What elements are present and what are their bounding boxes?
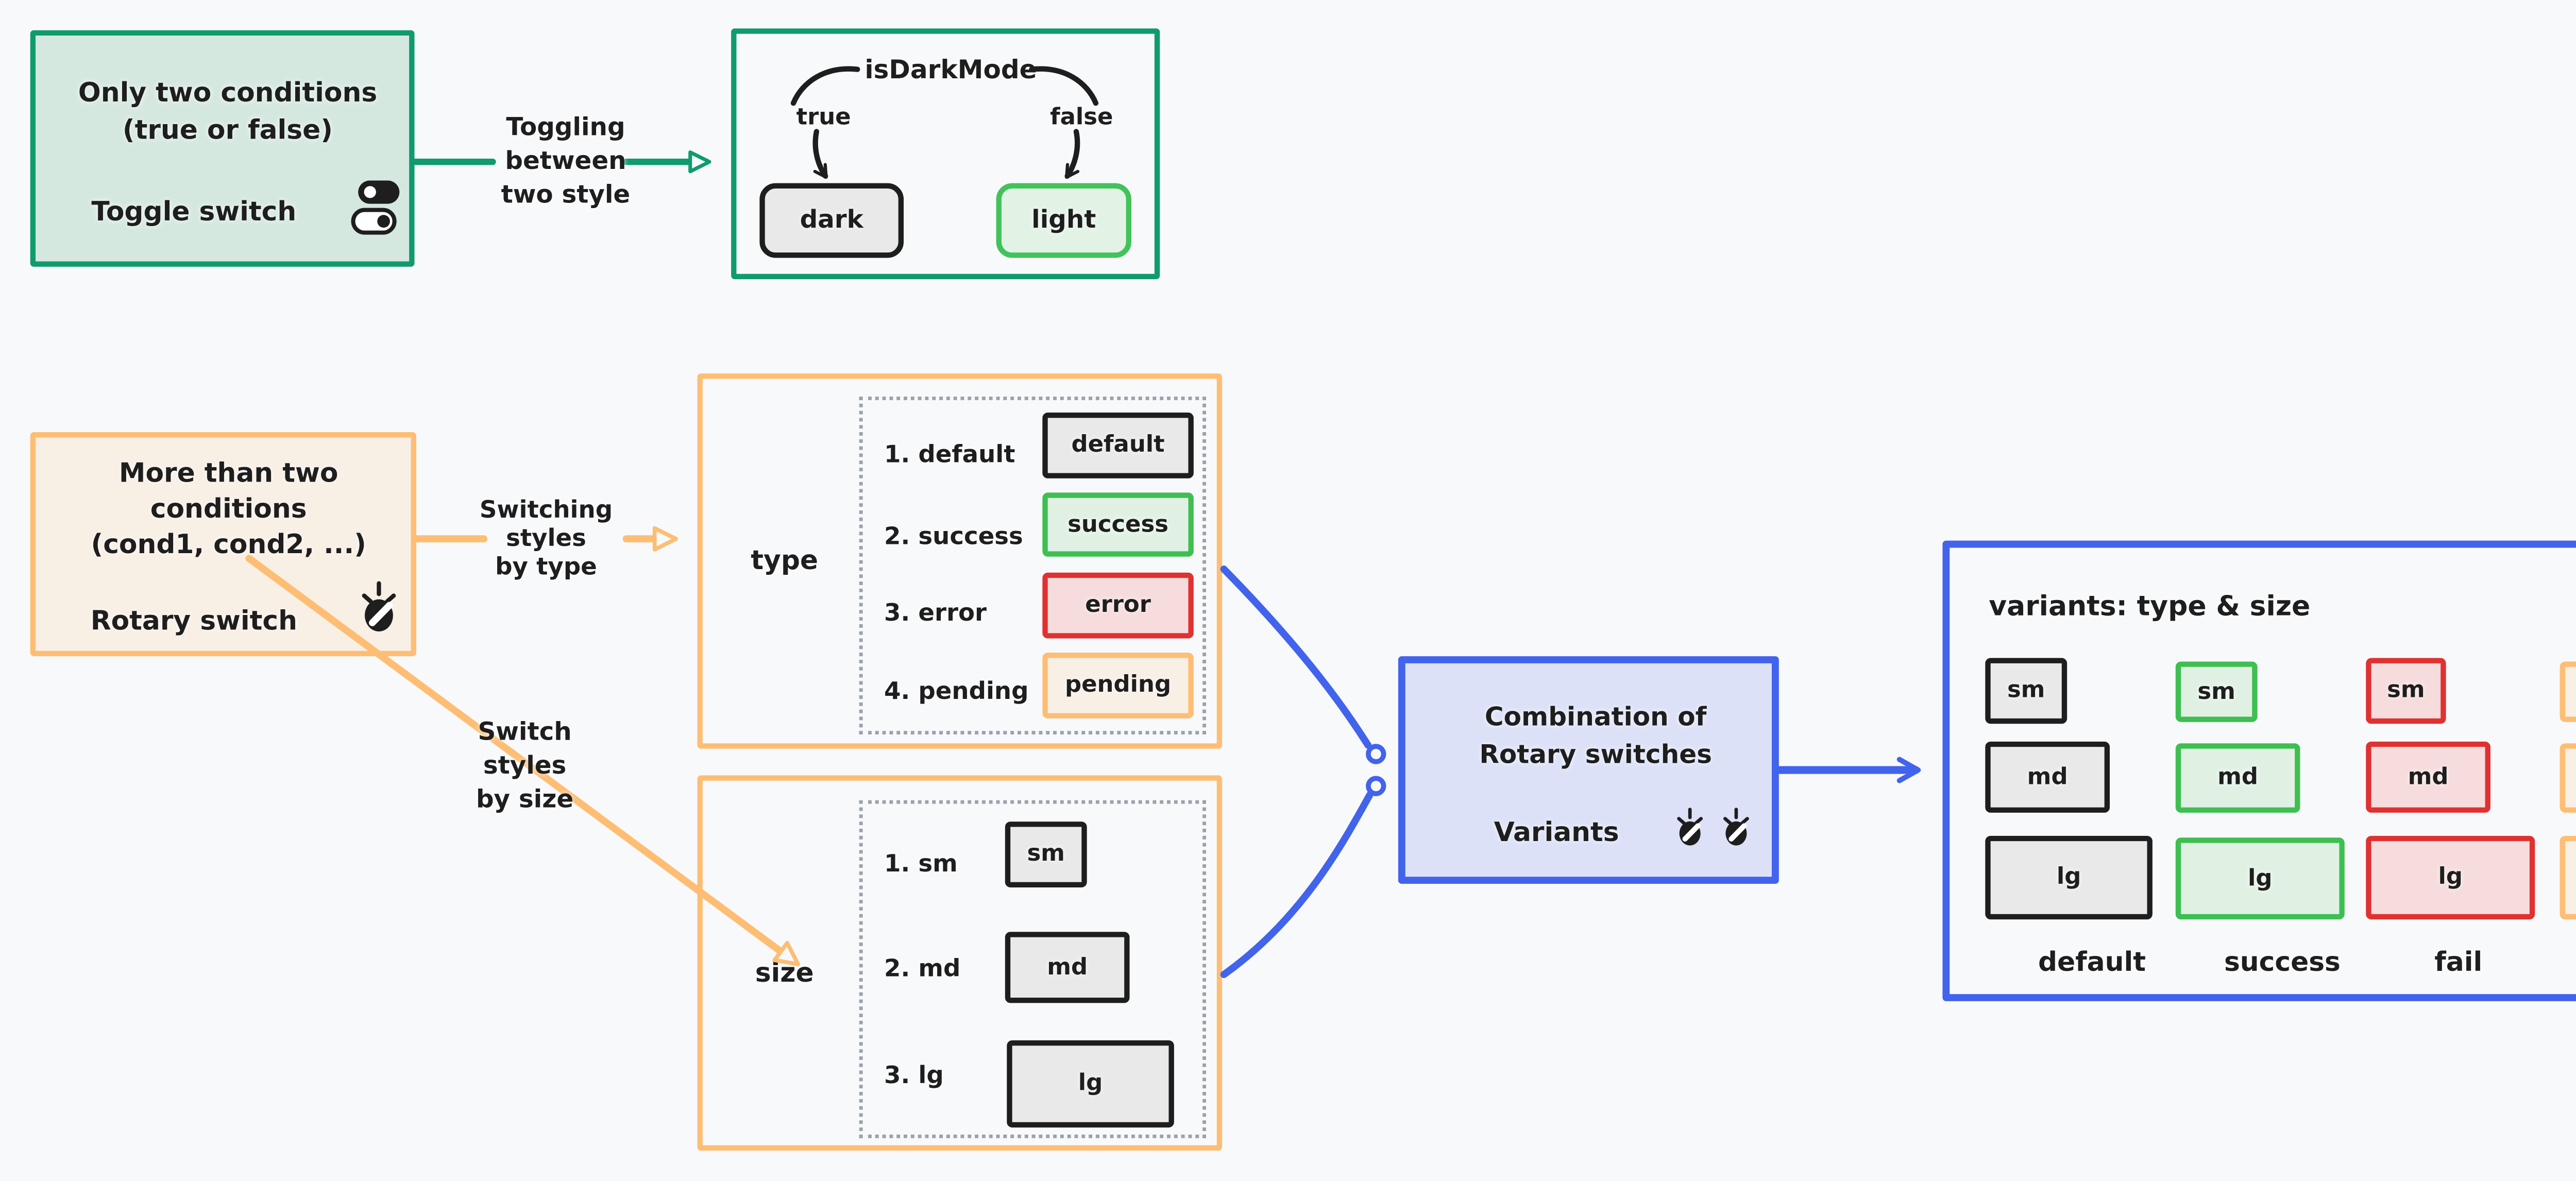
variant-column-label: fail	[2434, 946, 2483, 979]
size-item-label: 3. lg	[884, 1062, 944, 1090]
type-connector-curve	[1220, 565, 1372, 749]
type-item-label: 4. pending	[884, 677, 1029, 706]
variants-box: variants: type & size sm md lg default s…	[1942, 540, 2576, 1001]
toggle-arrow-label-line2: between	[505, 147, 626, 176]
variant-column-label: success	[2224, 946, 2341, 979]
variant-chip: lg	[1985, 835, 2153, 920]
variant-chip: sm	[2366, 658, 2446, 724]
type-arrow-label-line1: Switching	[479, 496, 613, 525]
size-connector-curve	[1220, 791, 1374, 979]
variant-chip: lg	[2366, 835, 2535, 920]
type-chip-error: error	[1042, 572, 1194, 639]
combination-line2: Rotary switches	[1479, 741, 1712, 771]
size-item-label: 2. md	[884, 955, 961, 984]
variant-chip: sm	[2560, 661, 2576, 722]
size-box-label: size	[755, 956, 814, 989]
type-chip-default: default	[1042, 413, 1194, 478]
size-item-label: 1. sm	[884, 850, 958, 879]
rotary-switch-label: Rotary switch	[90, 604, 297, 637]
size-chip-sm: sm	[1005, 821, 1087, 887]
variants-label: Variants	[1494, 816, 1619, 848]
toggle-arrow-label: Toggling between two style	[477, 112, 654, 214]
rotary-switch-icon	[1720, 806, 1752, 846]
toggle-source-box: Only two conditions (true or false) Togg…	[30, 30, 415, 267]
type-connector-terminal	[1366, 744, 1386, 764]
combination-box: Combination of Rotary switches Variants	[1398, 656, 1779, 884]
size-arrow-label: Switch styles by size	[436, 716, 614, 818]
type-item-label: 3. error	[884, 599, 987, 628]
toggle-source-line1: Only two conditions	[78, 76, 378, 109]
size-arrow-label-line1: Switch	[478, 718, 572, 747]
toggle-switch-icon	[350, 178, 402, 236]
size-box: size 1. sm 2. md 3. lg sm md lg	[697, 775, 1223, 1151]
size-arrow-label-line3: by size	[476, 786, 574, 815]
size-options-frame	[859, 800, 1206, 1138]
type-item-label: 1. default	[884, 441, 1015, 470]
variant-column-label: default	[2038, 946, 2146, 979]
true-label: true	[796, 105, 851, 132]
size-chip-md: md	[1005, 932, 1130, 1003]
rotary-switch-icon	[1674, 806, 1706, 846]
isdarkmode-box: isDarkMode true false dark light	[731, 28, 1160, 280]
toggle-arrow-label-line1: Toggling	[506, 113, 625, 143]
light-chip: light	[996, 183, 1131, 258]
size-arrow-label-line2: styles	[483, 752, 567, 781]
variant-chip: md	[2175, 743, 2300, 813]
combination-line1: Combination of	[1484, 704, 1707, 733]
type-arrow-label: Switching styles by type	[457, 496, 635, 581]
rotary-source-box: More than two conditions (cond1, cond2, …	[30, 432, 416, 657]
type-arrow-label-line3: by type	[495, 553, 597, 582]
rotary-switch-icon	[358, 578, 400, 633]
type-box: type 1. default 2. success 3. error 4. p…	[697, 373, 1223, 749]
type-arrow-label-line2: styles	[506, 524, 586, 553]
dark-chip: dark	[759, 183, 904, 258]
type-chip-pending: pending	[1042, 653, 1194, 718]
toggle-source-line2: (true or false)	[122, 113, 333, 146]
variant-chip: lg	[2560, 835, 2576, 920]
rotary-source-line3: (cond1, cond2, ...)	[91, 528, 366, 560]
variant-chip: md	[2560, 743, 2576, 813]
size-chip-lg: lg	[1007, 1040, 1174, 1128]
rotary-source-line1: More than two	[118, 457, 338, 489]
false-label: false	[1050, 105, 1113, 132]
variant-chip: sm	[2175, 661, 2258, 722]
variant-column-label: pending	[2562, 946, 2576, 978]
variant-chip: md	[1985, 741, 2110, 813]
type-chip-success: success	[1042, 492, 1194, 557]
toggle-switch-label: Toggle switch	[91, 195, 297, 228]
variant-chip: sm	[1985, 658, 2067, 724]
variants-title: variants: type & size	[1989, 590, 2311, 623]
type-options-frame	[859, 396, 1206, 735]
isdarkmode-title: isDarkMode	[865, 57, 1037, 85]
type-box-label: type	[751, 544, 819, 576]
size-connector-terminal	[1366, 776, 1386, 796]
variant-chip: md	[2366, 741, 2490, 813]
toggle-arrow-label-line3: two style	[501, 181, 631, 210]
type-item-label: 2. success	[884, 523, 1023, 552]
variant-chip: lg	[2175, 837, 2345, 920]
rotary-source-line2: conditions	[150, 492, 307, 525]
